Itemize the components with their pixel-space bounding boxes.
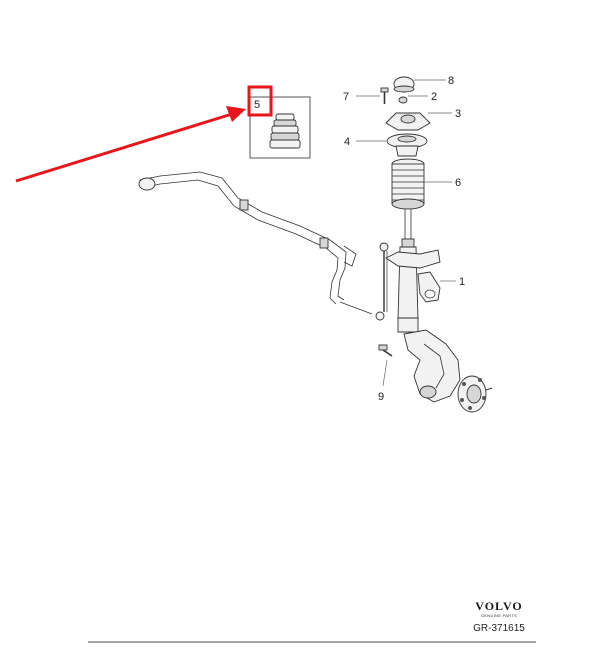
stabilizer-link — [339, 242, 389, 321]
callout-7: 7 — [343, 91, 349, 103]
callout-3: 3 — [455, 108, 461, 120]
part-1-shock-absorber[interactable]: 1 — [385, 208, 465, 333]
part-4-spring-seat[interactable]: 4 — [344, 133, 428, 157]
callout-9: 9 — [378, 391, 384, 403]
inset-part-5[interactable]: 5 — [247, 85, 311, 159]
callout-5: 5 — [254, 99, 260, 111]
diagram-reference: GR-371615 — [473, 623, 525, 634]
part-8-mount-cap[interactable]: 8 — [393, 75, 454, 93]
brand-block: VOLVO GENUINE PARTS GR-371615 — [473, 599, 525, 634]
part-2-nut[interactable]: 2 — [398, 91, 437, 104]
wheel-hub — [457, 375, 493, 413]
callout-4: 4 — [344, 136, 350, 148]
part-6-dust-boot[interactable]: 6 — [391, 158, 461, 210]
brand-logo: VOLVO — [475, 599, 522, 613]
highlight-arrow — [15, 106, 246, 183]
steering-knuckle — [403, 329, 461, 403]
callout-8: 8 — [448, 75, 454, 87]
stabilizer-bar — [138, 171, 357, 305]
part-3-mount-plate[interactable]: 3 — [385, 108, 461, 131]
callout-6: 6 — [455, 177, 461, 189]
callout-2: 2 — [431, 91, 437, 103]
highlight-box — [247, 85, 273, 117]
brand-subtitle: GENUINE PARTS — [481, 613, 517, 618]
part-9-bolt[interactable]: 9 — [378, 344, 393, 403]
part-7-bolt[interactable]: 7 — [343, 87, 389, 104]
callout-1: 1 — [459, 276, 465, 288]
bump-stop-icon — [269, 113, 301, 149]
